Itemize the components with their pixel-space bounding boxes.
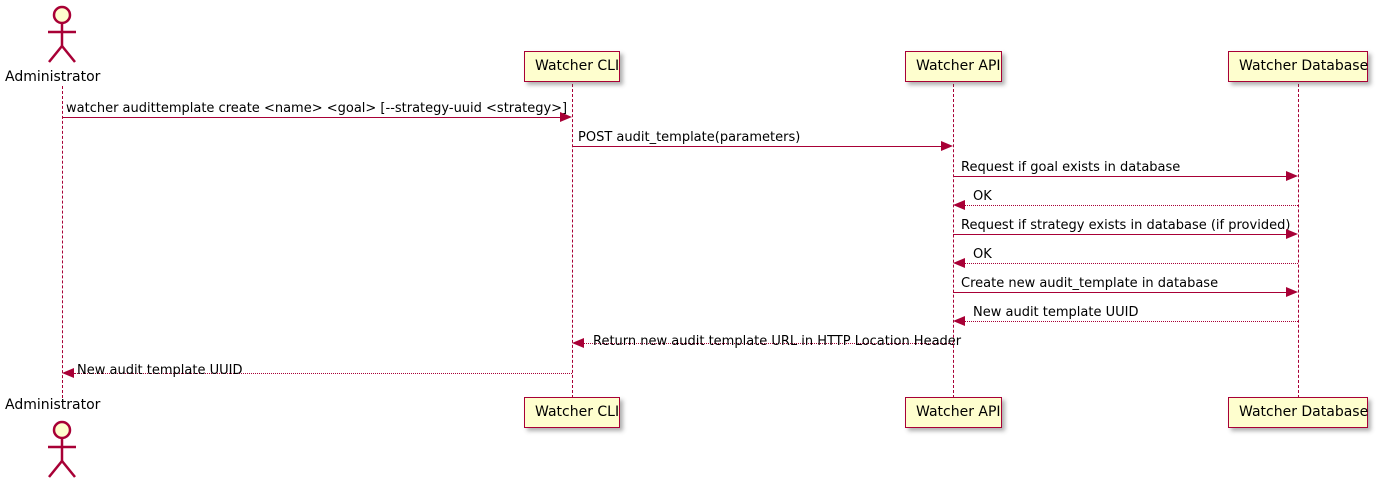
message-line-4 [965, 205, 1298, 206]
message-line-10 [74, 373, 572, 374]
participant-watcher-api-top[interactable]: Watcher API [905, 51, 1002, 82]
message-line-7 [953, 292, 1286, 293]
message-arrowhead-2 [941, 141, 953, 151]
lifeline-watcher-cli [572, 84, 573, 398]
message-arrowhead-10 [62, 368, 74, 378]
message-line-3 [953, 176, 1286, 177]
message-arrowhead-3 [1286, 171, 1298, 181]
message-arrowhead-6 [953, 258, 965, 268]
message-arrowhead-1 [560, 112, 572, 122]
message-line-9 [584, 343, 953, 344]
participant-watcher-database-top[interactable]: Watcher Database [1228, 51, 1368, 82]
message-label-4: OK [973, 189, 992, 204]
actor-administrator-bottom [39, 418, 85, 478]
participant-watcher-cli-top[interactable]: Watcher CLI [524, 51, 620, 82]
actor-label-administrator-top: Administrator [5, 69, 101, 85]
lifeline-administrator [62, 86, 63, 398]
message-arrowhead-7 [1286, 287, 1298, 297]
actor-label-administrator-bottom: Administrator [5, 397, 101, 413]
actor-administrator-top [39, 3, 85, 63]
message-label-5: Request if strategy exists in database (… [961, 218, 1291, 233]
participant-watcher-cli-bottom[interactable]: Watcher CLI [524, 397, 620, 428]
message-label-1: watcher audittemplate create <name> <goa… [66, 101, 568, 116]
message-line-6 [965, 263, 1298, 264]
participant-watcher-api-bottom[interactable]: Watcher API [905, 397, 1002, 428]
message-label-8: New audit template UUID [973, 305, 1139, 320]
message-line-2 [572, 146, 941, 147]
lifeline-watcher-database [1298, 84, 1299, 398]
message-label-3: Request if goal exists in database [961, 160, 1181, 175]
message-label-7: Create new audit_template in database [961, 276, 1219, 291]
lifeline-watcher-api [953, 84, 954, 398]
message-arrowhead-8 [953, 316, 965, 326]
message-label-2: POST audit_template(parameters) [578, 130, 801, 145]
message-line-8 [965, 321, 1298, 322]
message-arrowhead-9 [572, 338, 584, 348]
participant-watcher-database-bottom[interactable]: Watcher Database [1228, 397, 1368, 428]
message-label-10: New audit template UUID [77, 363, 243, 378]
message-line-5 [953, 234, 1286, 235]
message-label-6: OK [973, 247, 992, 262]
message-arrowhead-5 [1286, 229, 1298, 239]
message-arrowhead-4 [953, 200, 965, 210]
message-label-9: Return new audit template URL in HTTP Lo… [593, 334, 962, 349]
message-line-1 [62, 117, 560, 118]
